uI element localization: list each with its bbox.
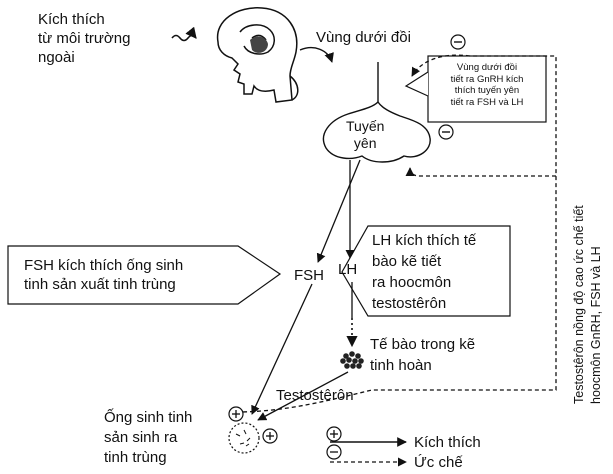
hypothalamus-note-line-4: tiết ra FSH và LH <box>430 97 544 109</box>
hypothalamus-note-line-1: Vùng dưới đồi <box>430 62 544 74</box>
fsh-label: FSH <box>294 266 324 285</box>
hypothalamus-label: Vùng dưới đồi <box>316 28 411 47</box>
external-stimulus-label: Kích thích từ môi trường ngoài <box>38 10 130 67</box>
external-stimulus-line-2: từ môi trường <box>38 29 130 48</box>
feedback-text-line-2: hoocmôn GnRH, FSH và LH <box>588 246 604 404</box>
pituitary-label: Tuyến yên <box>346 118 384 152</box>
pituitary-line-1: Tuyến <box>346 118 384 135</box>
interstitial-line-1: Tế bào trong kẽ <box>370 334 475 355</box>
interstitial-cell-cluster <box>340 351 364 369</box>
seminiferous-label: Ống sinh tinh sản sinh ra tinh trùng <box>104 408 192 468</box>
head-illustration <box>218 8 298 102</box>
feedback-to-pituitary-arrow <box>410 168 556 176</box>
hypothalamus-note: Vùng dưới đồi tiết ra GnRH kích thích tu… <box>430 62 544 108</box>
pituitary-to-fsh-arrow <box>318 160 360 262</box>
lh-note-line-4: testostêrôn <box>372 293 476 314</box>
lh-note-line-3: ra hoocmôn <box>372 272 476 293</box>
legend-stimulate-label: Kích thích <box>414 433 481 452</box>
feedback-text-line-1: Testostêrôn nồng độ cao ức chế tiết <box>571 205 587 404</box>
fsh-note-line-2: tinh sản xuất tinh trùng <box>24 275 183 294</box>
seminiferous-tubule <box>229 423 259 453</box>
stimulus-wave-arrow <box>172 36 196 41</box>
lh-note-line-2: bào kẽ tiết <box>372 251 476 272</box>
testosterone-label: Testostêrôn <box>276 386 354 405</box>
external-stimulus-line-3: ngoài <box>38 48 130 67</box>
head-to-hypothalamus-arrow <box>300 48 332 62</box>
legend-inhibit-label: Ức chế <box>414 453 463 472</box>
lh-note-line-1: LH kích thích tế <box>372 230 476 251</box>
fsh-note-line-1: FSH kích thích ống sinh <box>24 256 183 275</box>
external-stimulus-line-1: Kích thích <box>38 10 130 29</box>
seminiferous-line-3: tinh trùng <box>104 448 192 468</box>
lh-note: LH kích thích tế bào kẽ tiết ra hoocmôn … <box>372 230 476 314</box>
hypothalamus-note-line-3: thích tuyến yên <box>430 85 544 97</box>
hypothalamus-note-line-2: tiết ra GnRH kích <box>430 74 544 86</box>
fsh-note: FSH kích thích ống sinh tinh sản xuất ti… <box>24 256 183 294</box>
interstitial-line-2: tinh hoàn <box>370 355 475 376</box>
lh-label: LH <box>338 260 357 279</box>
note-pointer <box>406 72 428 96</box>
seminiferous-line-1: Ống sinh tinh <box>104 408 192 428</box>
interstitial-cells-label: Tế bào trong kẽ tinh hoàn <box>370 334 475 376</box>
pituitary-line-2: yên <box>346 135 384 152</box>
seminiferous-line-2: sản sinh ra <box>104 428 192 448</box>
